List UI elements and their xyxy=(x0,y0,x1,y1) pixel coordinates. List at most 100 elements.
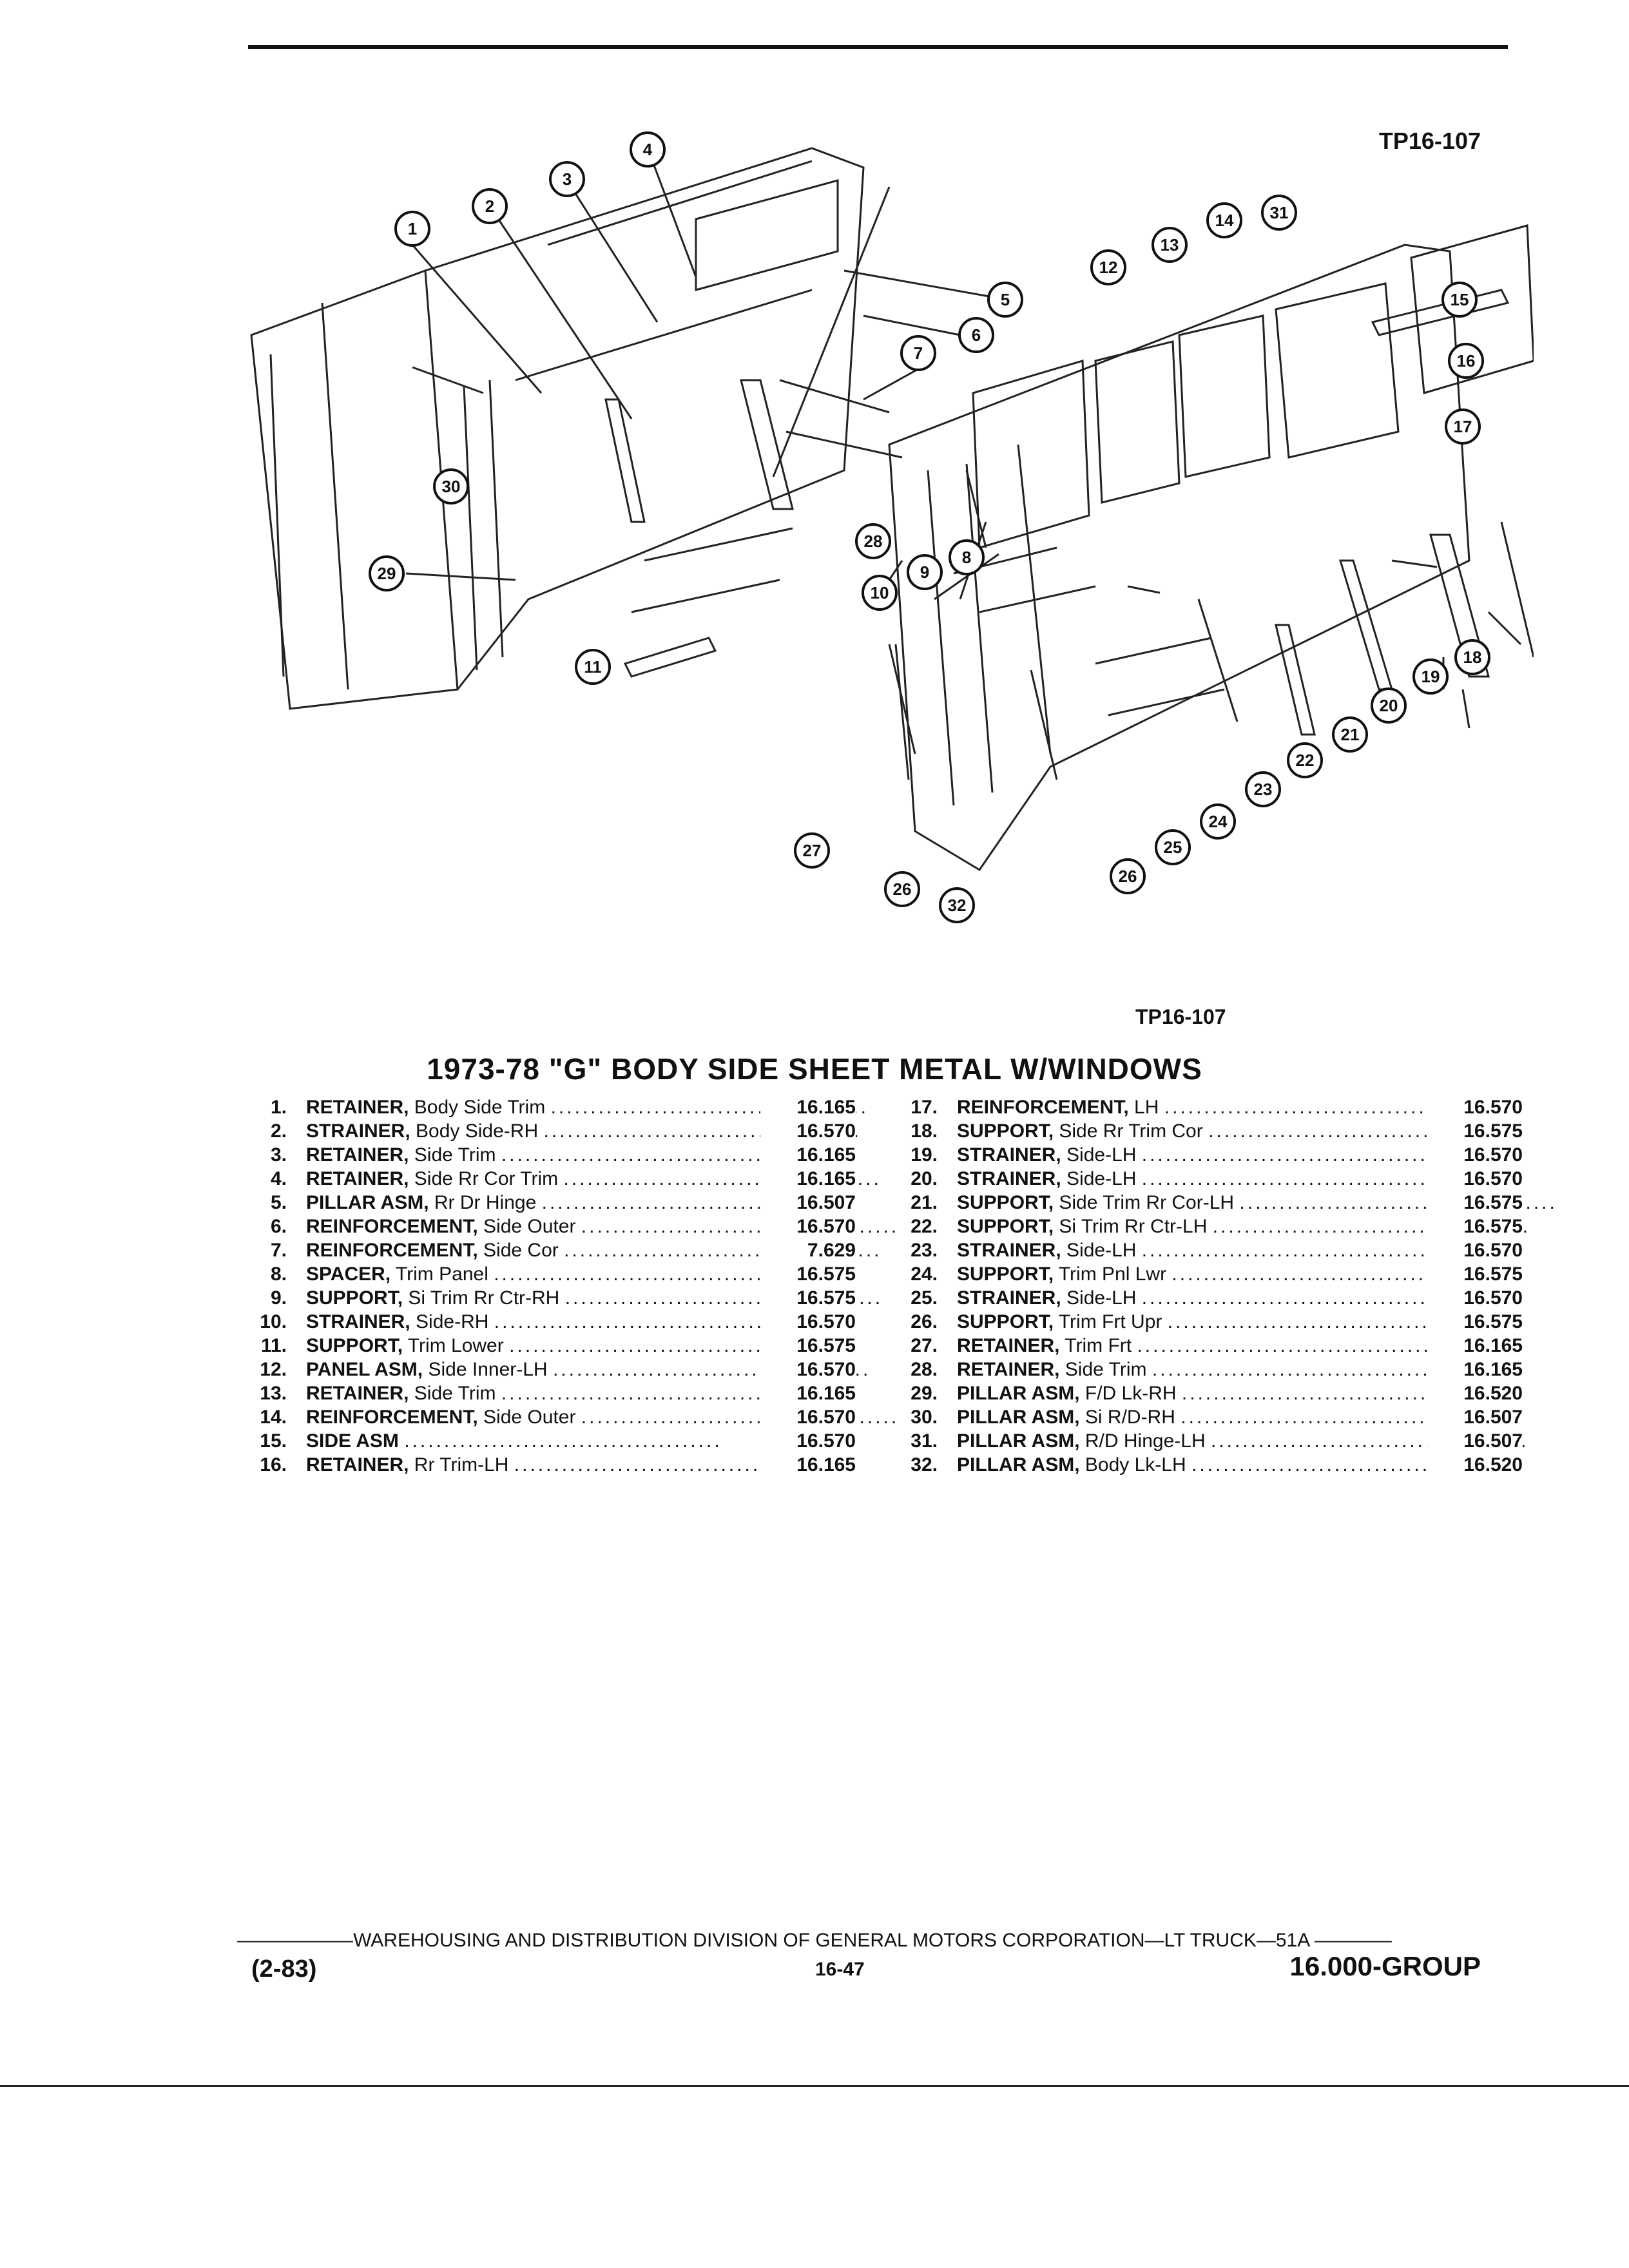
part-description: SUPPORT, Trim Lower ....................… xyxy=(306,1334,963,1358)
part-group-number: 16.165 xyxy=(1427,1334,1523,1358)
leader-dots: ........................................ xyxy=(404,1430,722,1452)
part-detail: Trim Frt xyxy=(1065,1335,1132,1356)
part-group-number: 16.575 xyxy=(1427,1310,1523,1334)
leader-dots: ........................................ xyxy=(1141,1287,1460,1309)
callout-26b: 26 xyxy=(884,871,920,907)
svg-text:24: 24 xyxy=(1209,812,1228,831)
svg-text:26: 26 xyxy=(1119,867,1137,886)
parts-list-row: 31.PILLAR ASM, R/D Hinge-LH ............… xyxy=(892,1429,1537,1453)
part-number: 22. xyxy=(911,1216,938,1237)
part-number: 6. xyxy=(270,1216,287,1237)
callout-13: 13 xyxy=(1152,227,1188,263)
part-name: STRAINER, xyxy=(957,1240,1061,1261)
part-number: 28. xyxy=(911,1359,938,1380)
part-detail: Side-LH xyxy=(1066,1240,1137,1261)
exploded-parts-diagram: 1 2 3 4 5 6 7 8 9 10 11 12 13 14 15 16 1… xyxy=(250,131,1534,923)
part-number: 18. xyxy=(911,1120,938,1142)
part-group-number: 16.507 xyxy=(760,1191,856,1215)
part-number: 14. xyxy=(260,1407,287,1428)
part-detail: Side Rr Trim Cor xyxy=(1059,1120,1203,1142)
part-group-number: 16.165 xyxy=(760,1381,856,1405)
part-detail: LH xyxy=(1134,1097,1159,1118)
svg-text:14: 14 xyxy=(1215,211,1234,230)
part-detail: Rr Trim-LH xyxy=(414,1454,509,1475)
leader-dots: ........................................ xyxy=(1137,1335,1455,1356)
callout-16: 16 xyxy=(1448,343,1484,379)
part-number: 24. xyxy=(911,1264,938,1285)
part-detail: Trim Pnl Lwr xyxy=(1058,1264,1167,1285)
callout-14: 14 xyxy=(1206,202,1242,238)
part-number: 30. xyxy=(911,1407,938,1428)
part-name: RETAINER, xyxy=(306,1144,409,1166)
parts-list-row: 5.PILLAR ASM, Rr Dr Hinge ..............… xyxy=(242,1191,886,1215)
callout-26: 26 xyxy=(1110,858,1146,894)
part-description: SIDE ASM ...............................… xyxy=(306,1429,963,1453)
part-group-number: 16.575 xyxy=(760,1334,856,1358)
part-group-number: 16.570 xyxy=(1427,1167,1523,1191)
part-detail: Side Trim xyxy=(414,1144,496,1166)
parts-list-row: 2.STRAINER, Body Side-RH ...............… xyxy=(242,1119,886,1143)
part-detail: Side-RH xyxy=(416,1311,489,1332)
part-detail: Side Outer xyxy=(483,1216,576,1237)
part-detail: Trim Frt Upr xyxy=(1058,1311,1162,1332)
callout-7: 7 xyxy=(900,335,936,371)
callout-12: 12 xyxy=(1090,249,1126,285)
callout-27: 27 xyxy=(794,832,830,869)
part-description: STRAINER, Side-LH ......................… xyxy=(957,1286,1614,1310)
part-detail: Si R/D-RH xyxy=(1084,1407,1175,1428)
part-description: SUPPORT, Si Trim Rr Ctr-LH .............… xyxy=(957,1215,1614,1238)
part-name: SPACER, xyxy=(306,1264,391,1285)
part-detail: Trim Panel xyxy=(395,1264,488,1285)
part-group-number: 16.575 xyxy=(1427,1262,1523,1286)
lh-side-panel xyxy=(888,244,1470,872)
part-name: STRAINER, xyxy=(306,1311,410,1332)
callout-19: 19 xyxy=(1412,658,1449,695)
svg-text:25: 25 xyxy=(1164,838,1182,857)
part-group-number: 16.575 xyxy=(760,1262,856,1286)
part-name: REINFORCEMENT, xyxy=(957,1097,1129,1118)
part-number: 1. xyxy=(270,1097,287,1118)
part-number: 10. xyxy=(260,1311,287,1332)
part-group-number: 16.570 xyxy=(1427,1095,1523,1119)
part-detail: Body Side-RH xyxy=(416,1120,539,1142)
part-description: STRAINER, Side-RH ......................… xyxy=(306,1310,963,1334)
parts-list-row: 23.STRAINER, Side-LH ...................… xyxy=(892,1238,1537,1262)
part-detail: Side Outer xyxy=(483,1407,576,1428)
svg-text:30: 30 xyxy=(442,477,461,496)
callout-24: 24 xyxy=(1200,803,1236,840)
svg-text:10: 10 xyxy=(871,583,889,602)
part-description: STRAINER, Side-LH ......................… xyxy=(957,1238,1614,1262)
part-name: PILLAR ASM, xyxy=(306,1192,429,1213)
part-group-number: 16.570 xyxy=(1427,1143,1523,1167)
part-group-number: 16.570 xyxy=(760,1429,856,1453)
parts-list-row: 7.REINFORCEMENT, Side Cor ..............… xyxy=(242,1238,886,1262)
part-name: RETAINER, xyxy=(957,1335,1060,1356)
callout-18: 18 xyxy=(1454,639,1490,675)
part-name: SUPPORT, xyxy=(306,1287,403,1309)
parts-list-row: 19.STRAINER, Side-LH ...................… xyxy=(892,1143,1537,1167)
part-group-number: 16.570 xyxy=(1427,1238,1523,1262)
footer-date: (2-83) xyxy=(251,1956,317,1983)
callout-29: 29 xyxy=(369,555,405,591)
parts-list-row: 12.PANEL ASM, Side Inner-LH ............… xyxy=(242,1358,886,1381)
part-name: SUPPORT, xyxy=(957,1311,1054,1332)
top-rule xyxy=(248,45,1508,49)
part-detail: Si Trim Rr Ctr-RH xyxy=(408,1287,560,1309)
part-description: RETAINER, Side Trim ....................… xyxy=(306,1143,963,1167)
part-detail: Side Inner-LH xyxy=(428,1359,548,1380)
part-name: SUPPORT, xyxy=(957,1120,1054,1142)
parts-list-row: 4.RETAINER, Side Rr Cor Trim ...........… xyxy=(242,1167,886,1191)
parts-list-row: 27.RETAINER, Trim Frt ..................… xyxy=(892,1334,1537,1358)
part-number: 21. xyxy=(911,1192,938,1213)
part-description: PANEL ASM, Side Inner-LH ...............… xyxy=(306,1358,963,1381)
callout-1: 1 xyxy=(394,211,430,247)
parts-list-right: 17.REINFORCEMENT, LH ...................… xyxy=(892,1095,1555,1477)
part-name: REINFORCEMENT, xyxy=(306,1240,478,1261)
svg-text:26: 26 xyxy=(893,879,912,899)
callout-15: 15 xyxy=(1441,282,1478,318)
svg-text:7: 7 xyxy=(914,343,923,363)
part-detail: Side Trim xyxy=(414,1383,496,1404)
parts-list-row: 29.PILLAR ASM, F/D Lk-RH ...............… xyxy=(892,1381,1537,1405)
parts-list-row: 20.STRAINER, Side-LH ...................… xyxy=(892,1167,1537,1191)
svg-text:19: 19 xyxy=(1422,667,1440,686)
